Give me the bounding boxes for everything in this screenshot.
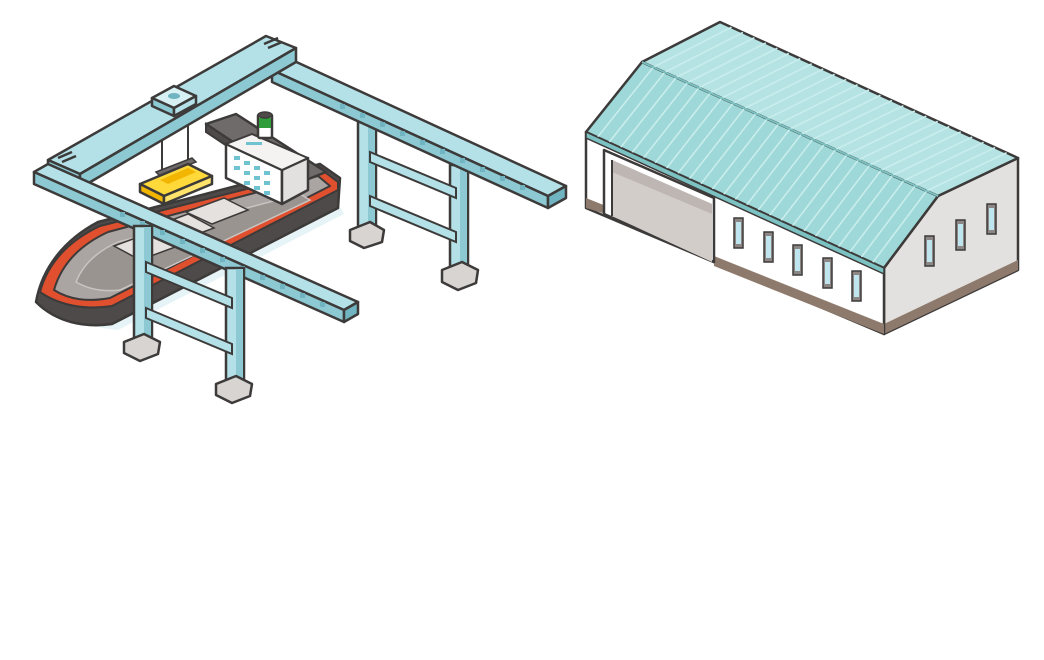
crane-rear-beam: [270, 58, 568, 210]
roof-stripe: [721, 57, 801, 99]
roof-stripe: [631, 82, 689, 154]
cargo-container-inner: [160, 168, 196, 184]
crane-leg-rear-mid: [348, 120, 386, 250]
roof-stripe: [734, 128, 791, 201]
crane-footing-rear-right: [440, 260, 480, 292]
roof-stripe: [789, 89, 870, 130]
roof-stripe: [780, 149, 837, 222]
crane-leg-rear-right-column-shade: [460, 166, 467, 272]
warehouse-roof-stripes-back: [653, 26, 1007, 192]
warehouse-gable-windows: [924, 203, 997, 267]
roof-stripe: [914, 146, 996, 187]
crane-rear-beam-rivets: [340, 104, 525, 190]
roof-stripe: [926, 152, 1007, 192]
roof-stripe: [801, 94, 881, 135]
ship-bridge: [204, 111, 328, 206]
roof-stripe: [619, 76, 677, 149]
roof-stripe: [814, 164, 871, 238]
roof-stripe: [837, 174, 894, 248]
crane-leg-front-right-column-shade: [236, 269, 243, 385]
roof-stripe: [687, 42, 767, 84]
roof-stripe: [903, 141, 984, 182]
warehouse-front-base-left: [586, 198, 606, 214]
roof-stripe: [688, 107, 746, 180]
roof-stripe: [745, 133, 803, 206]
roof-stripe: [869, 125, 950, 166]
roof-stripe: [665, 97, 723, 170]
roof-stripe: [778, 84, 858, 125]
crane-trolley-hatch: [168, 93, 180, 99]
roof-stripe: [791, 154, 848, 227]
roof-stripe: [880, 131, 962, 171]
roof-stripe: [596, 66, 655, 138]
roof-stripe: [860, 185, 916, 259]
roof-stripe: [711, 118, 768, 191]
cargo-container: [138, 162, 214, 206]
roof-stripe: [654, 92, 711, 164]
ship-funnel-top: [257, 111, 273, 119]
crane-rear-legs: [348, 120, 480, 292]
crane-leg-front-left-column-shade: [144, 227, 151, 343]
crane-footing-front-left: [122, 332, 162, 363]
warehouse-roof-stripes-front: [596, 66, 928, 264]
roof-stripe: [677, 102, 734, 175]
crane-spreader-bar: [154, 157, 198, 177]
roof-stripe: [823, 104, 904, 146]
ship-hatch-3: [184, 197, 250, 225]
crane-top-beam: [32, 34, 360, 324]
warehouse-door: [602, 148, 716, 264]
roof-stripe: [744, 68, 824, 110]
roof-stripe: [826, 169, 882, 243]
crane-brace-front-lower: [145, 306, 233, 356]
crane-leg-front-right: [214, 266, 254, 405]
warehouse-door-interior: [612, 160, 712, 262]
crane-trolley-side: [172, 94, 198, 118]
crane-leg-rear-mid-column-shade: [368, 123, 375, 231]
crane-brace-rear-lower: [369, 194, 457, 244]
roof-stripe: [722, 123, 780, 196]
roof-stripe: [812, 99, 893, 141]
roof-stripe: [835, 110, 916, 151]
roof-stripe: [608, 71, 666, 143]
crane-front-beam-end: [342, 300, 360, 324]
crane-beam-end-marks: [57, 36, 283, 164]
warehouse-front-base: [714, 256, 884, 334]
roof-stripe: [732, 63, 813, 104]
roof-stripe: [848, 180, 905, 253]
roof-stripe: [892, 136, 973, 177]
warehouse-gable-base: [884, 260, 1018, 334]
warehouse-door-interior-shade: [612, 160, 712, 214]
ship-funnel-band: [259, 118, 271, 128]
warehouse-roof-ridge: [641, 61, 939, 197]
roof-stripe: [699, 113, 757, 185]
ship-bridge-windows: [234, 142, 270, 195]
warehouse-front-windows: [733, 217, 862, 302]
roof-stripe: [757, 138, 814, 211]
warehouse-roof-fascia: [585, 130, 885, 276]
crane-brace-rear-upper: [369, 150, 457, 200]
crane-footing-rear-mid: [348, 220, 386, 250]
warehouse: [584, 20, 1020, 336]
cargo-container-side: [162, 174, 214, 206]
crane-rear-beam-end: [546, 184, 568, 210]
roof-stripe: [768, 143, 825, 217]
crane-spreader: [138, 104, 214, 206]
roof-stripe: [698, 47, 778, 89]
roof-stripe: [642, 87, 700, 159]
roof-stripe: [709, 52, 790, 94]
roof-stripe: [803, 159, 859, 232]
roof-stripe: [766, 78, 847, 120]
crane-brace-front-upper: [145, 260, 233, 310]
roof-stripe: [846, 115, 927, 156]
crane-front-legs: [122, 224, 254, 405]
crane-trolley: [150, 84, 198, 118]
roof-stripe: [857, 120, 939, 161]
crane-footing-front-right: [214, 374, 254, 405]
roof-stripe: [675, 36, 755, 79]
roof-stripe: [755, 73, 835, 115]
roof-stripe: [653, 26, 732, 68]
roof-stripe: [664, 31, 744, 74]
roof-stripe: [871, 190, 928, 264]
